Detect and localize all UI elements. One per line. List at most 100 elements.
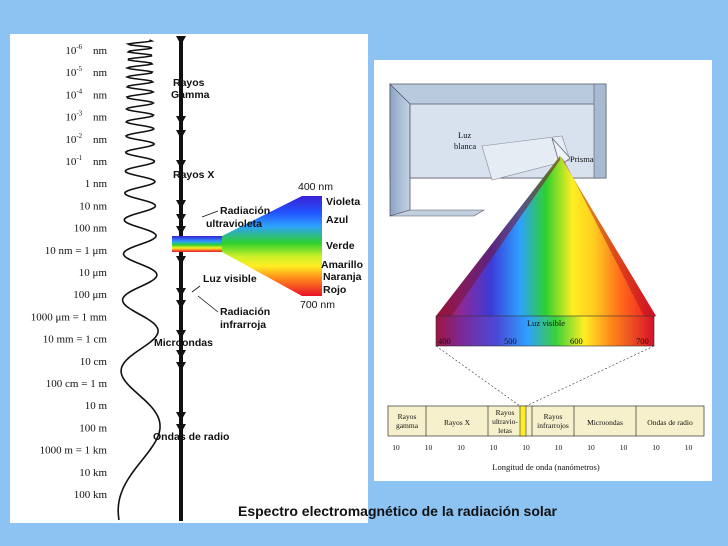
gamma-label-2: Gamma: [171, 89, 210, 101]
scale-label: 1000 m = 1 km: [40, 445, 108, 457]
scale-label: 100 cm = 1 m: [46, 378, 108, 390]
axis-tick-label: 10: [457, 443, 465, 452]
xray-label: Rayos X: [173, 169, 214, 181]
scale-label: 10 nm: [79, 200, 107, 212]
scale-label: 100 μm: [73, 289, 107, 301]
figure-caption: Espectro electromagnético de la radiació…: [238, 503, 557, 519]
dispersed-light-fan: [436, 156, 656, 316]
microwave-label: Microondas: [154, 337, 213, 349]
scale-label: 10-5 nm: [65, 65, 107, 79]
cell-microwave: Microondas: [587, 418, 623, 427]
scale-label: 10 cm: [80, 356, 108, 368]
scale-label: 1 nm: [85, 178, 108, 190]
visible-spectrum-fan: [222, 196, 322, 296]
box-left-wall: [389, 83, 411, 217]
scale-label: 10-4 nm: [65, 87, 107, 101]
white-light-label-2: blanca: [454, 141, 476, 151]
scale-label: 1000 μm = 1 mm: [31, 311, 108, 323]
tick-700: 700: [636, 336, 649, 346]
uv-label-1: Radiación: [220, 205, 270, 217]
tick-500: 500: [504, 336, 517, 346]
visible-label: Luz visible: [203, 273, 257, 285]
axis-arrow-head: [176, 116, 186, 125]
scale-label: 100 nm: [74, 223, 108, 235]
axis-tick-label: 10: [425, 443, 433, 452]
tick-400: 400: [438, 336, 451, 346]
cell-ir-2: infrarrojos: [537, 421, 569, 430]
band-axis-arrows: [176, 36, 186, 433]
axis-tick-label: 10: [652, 443, 660, 452]
axis-arrow-head: [176, 424, 186, 433]
axis-arrow-head: [176, 160, 186, 169]
color-blue: Azul: [326, 214, 348, 226]
cell-gamma-1: Rayos: [398, 412, 417, 421]
visible-strip: [435, 315, 655, 347]
axis-arrow-head: [176, 300, 186, 309]
white-light-beam: [481, 135, 571, 181]
axis-arrow-head: [176, 362, 186, 371]
tick-600: 600: [570, 336, 583, 346]
axis-arrow-head: [176, 130, 186, 139]
color-green: Verde: [326, 240, 355, 252]
cell-ir-1: Rayos: [544, 412, 563, 421]
scale-label: 10-6 nm: [65, 43, 107, 57]
visible-band-strip: [172, 236, 222, 252]
axis-tick-label: 10: [490, 443, 498, 452]
scale-label: 10-3 nm: [65, 110, 107, 124]
axis-label: Longitud de onda (nanómetros): [492, 462, 600, 472]
nm700-label: 700 nm: [300, 299, 335, 311]
scale-label: 100 m: [79, 422, 107, 434]
axis-arrow-head: [176, 214, 186, 223]
scale-label: 100 km: [74, 489, 108, 501]
spectrum-scale-panel: 10-6 nm 10-5 nm 10-4 nm 10-3 nm 10-2 nm 10-1 …: [10, 34, 368, 523]
spectrum-bar: [387, 405, 705, 437]
axis-arrow-head: [176, 288, 186, 297]
ir-label-2: infrarroja: [220, 319, 266, 331]
cell-uv-3: letas: [498, 426, 512, 435]
cell-uv-2: ultravio-: [492, 417, 518, 426]
scale-label: 10 km: [79, 467, 107, 479]
spectrum-scale-diagram: 10-6 nm 10-5 nm 10-4 nm 10-3 nm 10-2 nm 10-1 …: [31, 36, 363, 521]
white-light-label-1: Luz: [458, 130, 471, 140]
cell-gamma-2: gamma: [396, 421, 419, 430]
visible-strip-label: Luz visible: [527, 318, 565, 328]
axis-tick-label: 10: [522, 443, 530, 452]
scale-label: 10 μm: [79, 267, 108, 279]
radio-label: Ondas de radio: [153, 431, 229, 443]
color-orange: Naranja: [323, 271, 362, 283]
cell-xray: Rayos X: [444, 418, 471, 427]
axis-arrow-head: [176, 256, 186, 265]
ir-label-1: Radiación: [220, 306, 270, 318]
nm400-label: 400 nm: [298, 181, 333, 193]
scale-label: 10 mm = 1 cm: [43, 334, 108, 346]
scale-labels: 10-6 nm 10-5 nm 10-4 nm 10-3 nm 10-2 nm 10-1 …: [31, 43, 108, 501]
axis-arrow-head: [176, 200, 186, 209]
scale-label: 10 m: [85, 400, 108, 412]
prism-shape: [551, 137, 571, 167]
axis-arrow-head: [176, 412, 186, 421]
axis-arrow-head: [176, 36, 186, 45]
prism-diagram: Luz visible 400 500 600 700 Luz blanca P…: [387, 83, 705, 472]
prism-label: Prisma: [570, 154, 594, 164]
axis-tick-label: 10: [685, 443, 693, 452]
wavelength-wave: [117, 39, 161, 521]
axis-arrow-head: [176, 330, 186, 339]
scale-label: 10-2 nm: [65, 132, 107, 146]
color-yellow: Amarillo: [321, 259, 363, 271]
prism-panel: Luz visible 400 500 600 700 Luz blanca P…: [374, 60, 712, 481]
cell-radio: Ondas de radio: [647, 418, 693, 427]
axis-arrow-head: [176, 226, 186, 235]
uv-label-2: ultravioleta: [206, 218, 262, 230]
axis-tick-label: 10: [555, 443, 563, 452]
scale-label: 10-1 nm: [65, 154, 107, 168]
axis-tick-label: 10: [392, 443, 400, 452]
visible-marker: [519, 405, 527, 437]
color-red: Rojo: [323, 284, 346, 296]
axis-tick-label: 10: [620, 443, 628, 452]
scale-label: 10 nm = 1 μm: [45, 245, 108, 257]
cell-uv-1: Rayos: [496, 408, 515, 417]
color-violet: Violeta: [326, 196, 360, 208]
gamma-label-1: Rayos: [173, 77, 205, 89]
axis-arrow-head: [176, 350, 186, 359]
